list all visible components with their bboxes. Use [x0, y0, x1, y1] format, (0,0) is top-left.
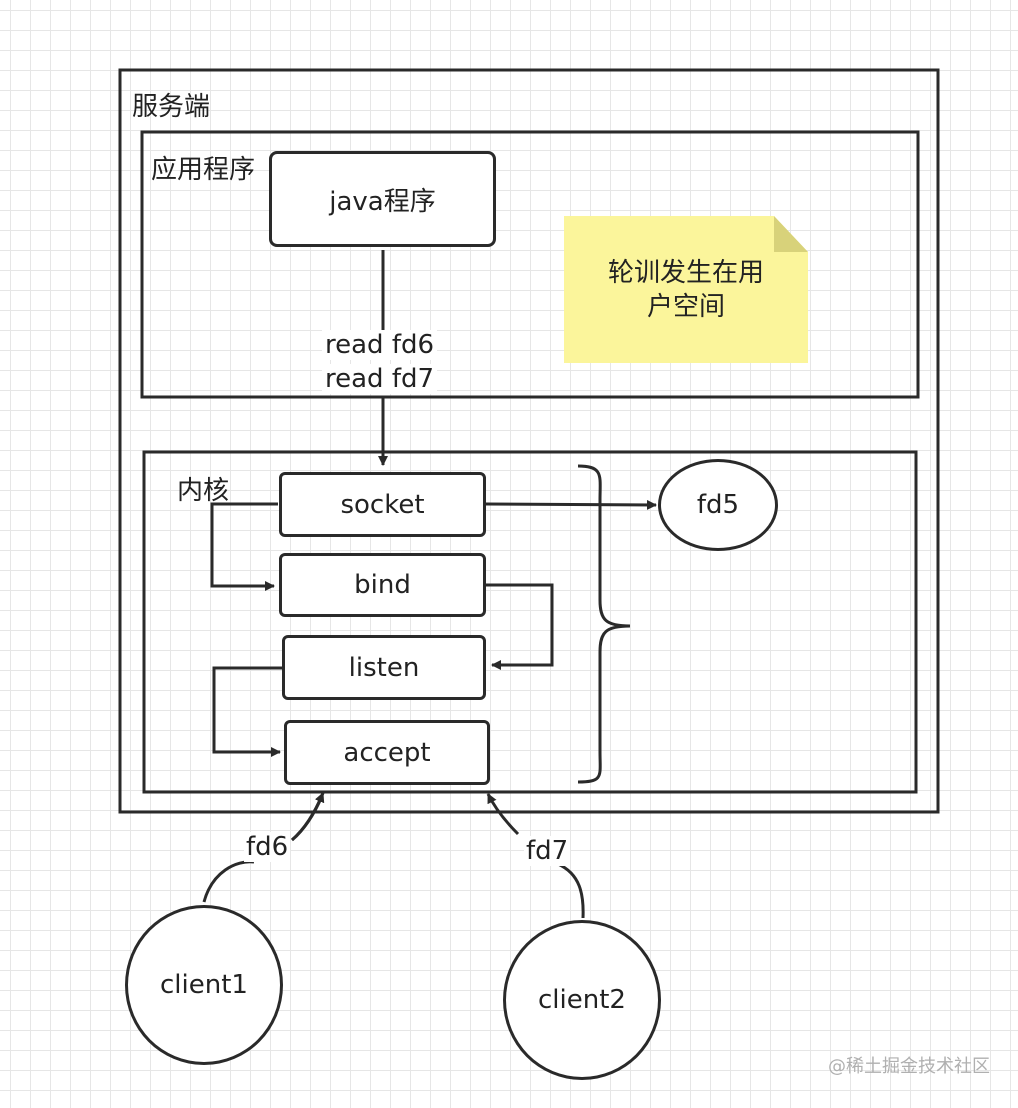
- server-container: [118, 68, 940, 814]
- fd6-label: fd6: [244, 832, 291, 862]
- listen-to-accept-arrow: [212, 666, 282, 757]
- socket-box[interactable]: socket: [279, 472, 486, 537]
- fd7-label: fd7: [524, 836, 571, 866]
- application-container: [140, 130, 920, 399]
- socket-to-fd5-arrow: [485, 499, 657, 510]
- java-program-box[interactable]: java程序: [269, 151, 496, 247]
- read-fd7-label: read fd7: [322, 364, 438, 394]
- fd5-node[interactable]: fd5: [658, 459, 778, 551]
- sticky-note: 轮训发生在用 户空间: [564, 216, 808, 363]
- client1-node[interactable]: client1: [125, 905, 283, 1065]
- kernel-calls-brace: [577, 464, 631, 784]
- kernel-container: [142, 450, 918, 794]
- accept-box[interactable]: accept: [284, 720, 490, 785]
- bind-box[interactable]: bind: [279, 553, 486, 617]
- application-label: 应用程序: [151, 155, 256, 185]
- client2-node[interactable]: client2: [503, 920, 661, 1080]
- kernel-label: 内核: [177, 476, 230, 506]
- note-line-2: 户空间: [646, 291, 725, 322]
- bind-to-listen-arrow: [486, 583, 554, 670]
- listen-box[interactable]: listen: [282, 635, 486, 700]
- watermark: @稀土掘金技术社区: [828, 1056, 990, 1077]
- read-fd6-label: read fd6: [322, 330, 438, 360]
- note-line-1: 轮训发生在用: [607, 257, 764, 288]
- server-label: 服务端: [132, 92, 211, 122]
- client2-to-accept-arrow: [557, 862, 585, 919]
- socket-to-bind-arrow: [210, 502, 278, 591]
